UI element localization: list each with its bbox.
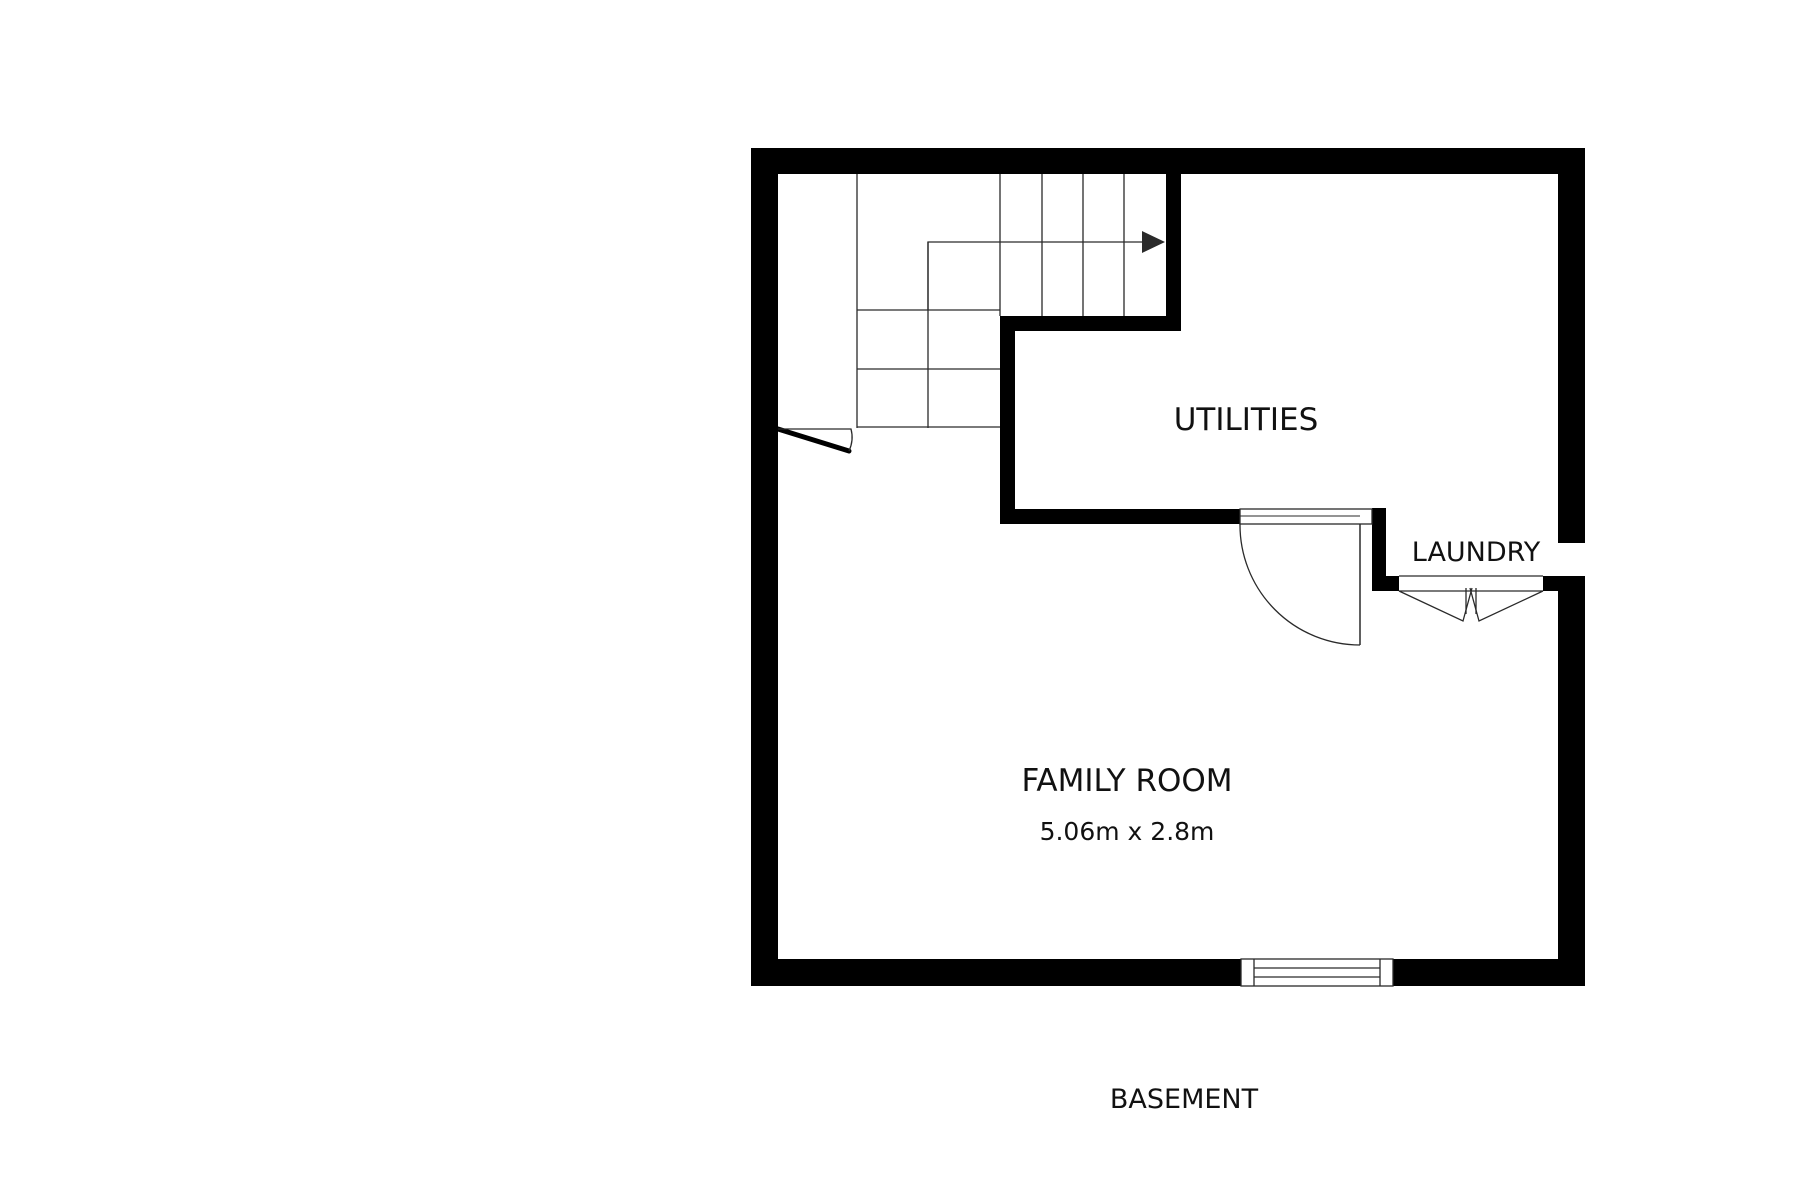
room-label-laundry: LAUNDRY <box>1412 537 1541 568</box>
laundry-left-wall <box>1372 508 1386 591</box>
room-label-family-room: FAMILY ROOM <box>1021 763 1232 799</box>
outer-wall-right-lower <box>1558 576 1585 986</box>
laundry-bottom-wall-right <box>1543 576 1563 591</box>
room-dimensions-family-room: 5.06m x 2.8m <box>1040 817 1215 846</box>
stair-arrow-icon <box>1142 231 1165 253</box>
room-label-utilities: UTILITIES <box>1174 402 1319 438</box>
stair-direction-line <box>927 241 1146 310</box>
walls <box>751 148 1585 986</box>
utilities-left-wall <box>1000 316 1015 524</box>
stair-end-wall <box>1166 168 1181 328</box>
laundry-bottom-wall-left <box>1372 576 1399 591</box>
outer-wall-left <box>751 148 778 986</box>
stair-door <box>775 426 853 454</box>
utilities-upper-wall <box>1000 316 1181 331</box>
utilities-door <box>1239 508 1373 646</box>
floor-label: BASEMENT <box>1110 1084 1259 1115</box>
staircase <box>856 174 1146 428</box>
outer-wall-bottom-left <box>751 959 1241 986</box>
outer-wall-right-upper <box>1558 148 1585 543</box>
laundry-bifold-doors <box>1398 575 1544 622</box>
outer-wall-bottom-right <box>1393 959 1585 986</box>
window <box>1240 958 1394 987</box>
utilities-bottom-wall <box>1000 509 1240 524</box>
